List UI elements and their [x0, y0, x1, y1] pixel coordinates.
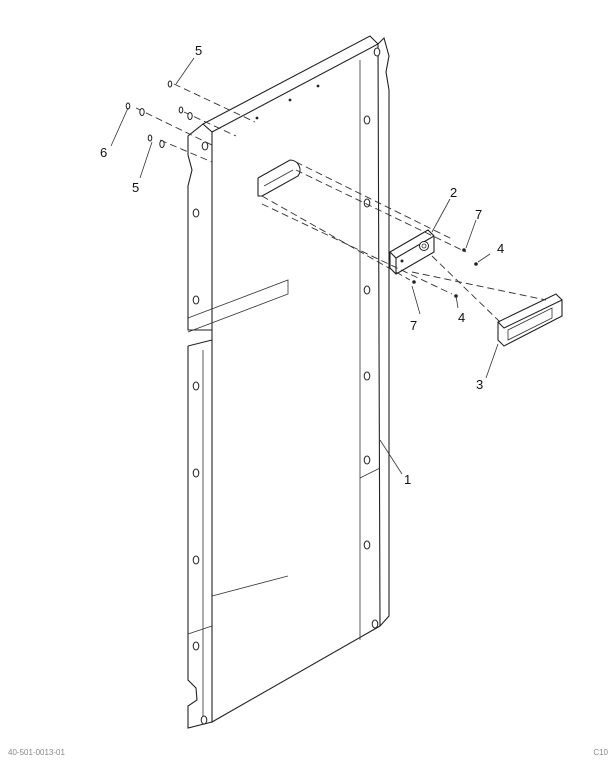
callout-7b: 7 — [410, 318, 417, 333]
assembly-lines — [135, 83, 547, 323]
callout-5b: 5 — [132, 180, 139, 195]
hardware — [125, 80, 478, 298]
callout-7a: 7 — [475, 207, 482, 222]
handle-escutcheon — [497, 293, 563, 347]
callouts: 1 2 3 4 4 5 5 6 7 7 — [100, 43, 504, 487]
sheet-code: C10 — [593, 748, 608, 757]
callout-3: 3 — [476, 377, 483, 392]
callout-6: 6 — [100, 145, 107, 160]
callout-1: 1 — [404, 472, 411, 487]
latch-bracket — [389, 229, 435, 275]
callout-4a: 4 — [497, 241, 504, 256]
callout-5a: 5 — [195, 43, 202, 58]
callout-4b: 4 — [458, 310, 465, 325]
leader-lines — [110, 57, 499, 475]
door-panel — [187, 35, 390, 729]
document-id: 40-501-0013-01 — [8, 748, 65, 757]
callout-2: 2 — [450, 185, 457, 200]
latch-cutout — [257, 159, 301, 197]
